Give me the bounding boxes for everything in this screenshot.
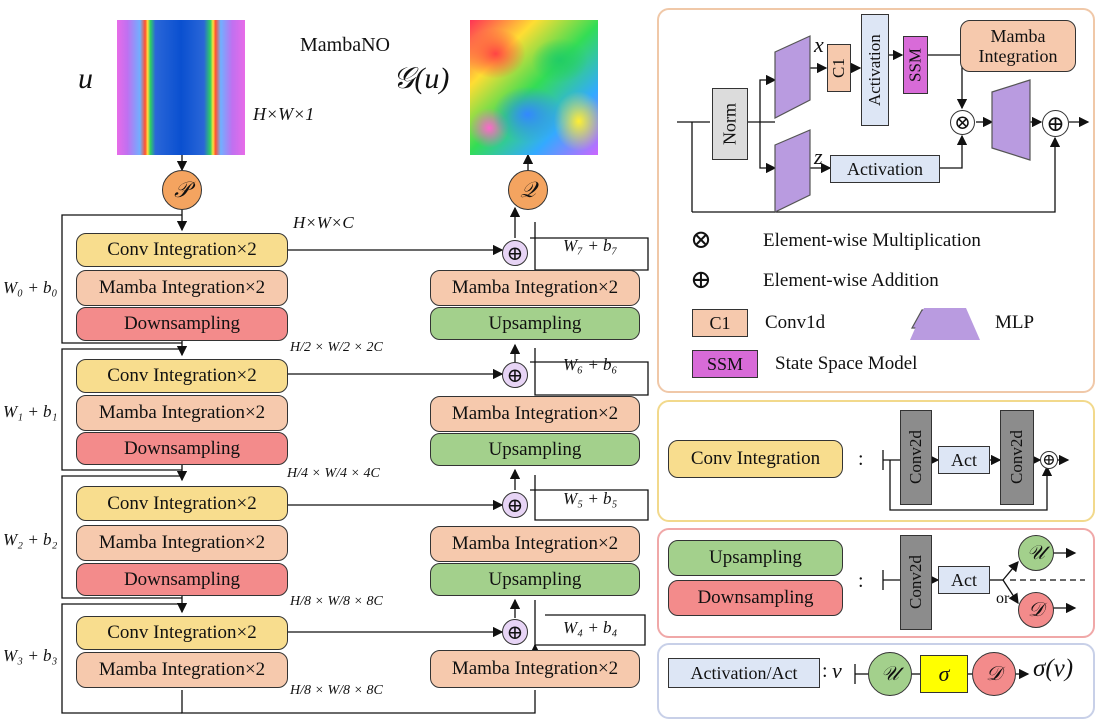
legend-c1-text: Conv1d xyxy=(765,312,826,333)
act-d-circle: 𝒟 xyxy=(972,652,1016,696)
enc-conv-3: Conv Integration×2 xyxy=(76,616,288,650)
dec-up-2: Upsampling xyxy=(430,563,640,596)
enc-mamba-3: Mamba Integration×2 xyxy=(76,652,288,688)
multiply-node: ⊗ xyxy=(950,110,975,135)
activation-panel xyxy=(657,643,1095,719)
act-u-circle: 𝒰 xyxy=(868,652,912,696)
act-block-updown: Act xyxy=(938,566,990,594)
u-operator-circle: 𝒰 xyxy=(1018,535,1054,571)
enc-conv-1: Conv Integration×2 xyxy=(76,359,288,393)
enc-mamba-2: Mamba Integration×2 xyxy=(76,525,288,561)
mlp-out-shape xyxy=(991,79,1031,161)
legend-add-text: Element-wise Addition xyxy=(763,270,939,291)
activation-colon: : xyxy=(822,660,828,682)
ssm-block: SSM xyxy=(903,36,928,94)
norm-block: Norm xyxy=(712,88,748,160)
bottom-dims-label: H/8 × W/8 × 8C xyxy=(290,683,383,698)
enc-down-2: Downsampling xyxy=(76,563,288,596)
sigma-block: σ xyxy=(920,655,968,693)
enc-wb-1: W₁ + b₁ xyxy=(3,402,58,421)
legend-multiply-text: Element-wise Multiplication xyxy=(763,230,981,251)
enc-dims-1: H/2 × W/2 × 2C xyxy=(290,340,383,355)
enc-wb-2: W₂ + b₂ xyxy=(3,530,58,549)
conv-add-node: ⊕ xyxy=(1040,451,1058,469)
dec-up-1: Upsampling xyxy=(430,433,640,466)
legend-c1-swatch: C1 xyxy=(692,309,748,337)
mlp-x-shape xyxy=(774,35,811,119)
d-operator-circle: 𝒟 xyxy=(1018,592,1054,628)
x-label: x xyxy=(814,32,824,57)
enc-wb-0: W₀ + b₀ xyxy=(3,278,58,297)
v-label: v xyxy=(832,658,842,683)
add-node-3: ⊕ xyxy=(502,619,528,645)
legend-mlp-shape xyxy=(910,308,980,340)
conv-panel-label: Conv Integration xyxy=(668,440,843,478)
legend-mlp-text: MLP xyxy=(995,312,1035,333)
output-label: 𝒢(u) xyxy=(393,62,450,95)
title-label: MambaNO xyxy=(300,34,390,56)
dec-mamba-2: Mamba Integration×2 xyxy=(430,526,640,562)
enc-mamba-1: Mamba Integration×2 xyxy=(76,395,288,431)
downsampling-label: Downsampling xyxy=(668,580,843,616)
input-label: u xyxy=(78,62,93,95)
legend-add-symbol: ⊕ xyxy=(690,265,712,294)
updown-conv2d-block: Conv2d xyxy=(900,535,932,630)
input-field-image xyxy=(117,20,245,155)
conv-integration-panel xyxy=(657,400,1095,522)
add-node-0: ⊕ xyxy=(502,240,528,266)
z-label: z xyxy=(814,144,823,169)
output-field-image xyxy=(470,20,598,155)
dec-wb-2: W₅ + b₅ xyxy=(563,489,618,508)
dec-mamba-3: Mamba Integration×2 xyxy=(430,650,640,688)
upsampling-label: Upsampling xyxy=(668,540,843,576)
dec-mamba-1: Mamba Integration×2 xyxy=(430,396,640,432)
legend-ssm-text: State Space Model xyxy=(775,353,918,374)
conv2d-block-2: Conv2d xyxy=(1000,410,1034,505)
projection-operator-circle: 𝒬 xyxy=(508,170,548,210)
enc-mamba-0: Mamba Integration×2 xyxy=(76,270,288,306)
enc-dims-0: H×W×C xyxy=(293,213,354,232)
mamba-panel-title: Mamba Integration xyxy=(960,20,1076,72)
act-block-conv: Act xyxy=(938,446,990,474)
activation-x-block: Activation xyxy=(861,14,889,126)
add-node-panel: ⊕ xyxy=(1042,110,1069,137)
or-label: or xyxy=(996,590,1010,607)
conv2d-block-1: Conv2d xyxy=(900,410,932,505)
enc-down-0: Downsampling xyxy=(76,307,288,341)
mamba-integration-panel xyxy=(657,8,1095,393)
input-dims-label: H×W×1 xyxy=(253,104,315,124)
dec-wb-3: W₄ + b₄ xyxy=(563,618,618,637)
activation-panel-label: Activation/Act xyxy=(668,658,820,688)
dec-wb-1: W₆ + b₆ xyxy=(563,355,618,374)
dec-mamba-0: Mamba Integration×2 xyxy=(430,270,640,306)
enc-conv-0: Conv Integration×2 xyxy=(76,233,288,267)
legend-multiply-symbol: ⊗ xyxy=(690,225,712,254)
mlp-z-shape xyxy=(774,129,811,213)
enc-dims-3: H/8 × W/8 × 8C xyxy=(290,594,383,609)
enc-conv-2: Conv Integration×2 xyxy=(76,486,288,521)
enc-wb-3: W₃ + b₃ xyxy=(3,646,58,665)
dec-wb-0: W₇ + b₇ xyxy=(563,236,618,255)
add-node-1: ⊕ xyxy=(502,362,528,388)
c1-block: C1 xyxy=(827,44,851,92)
add-node-2: ⊕ xyxy=(502,492,528,518)
updown-panel xyxy=(657,528,1095,638)
activation-z-block: Activation xyxy=(830,155,940,183)
conv-panel-colon: : xyxy=(858,448,864,470)
enc-dims-2: H/4 × W/4 × 4C xyxy=(287,466,380,481)
enc-down-1: Downsampling xyxy=(76,432,288,465)
updown-colon: : xyxy=(858,570,864,592)
sigma-v-output: σ(v) xyxy=(1033,655,1074,682)
legend-ssm-swatch: SSM xyxy=(692,350,758,378)
dec-up-0: Upsampling xyxy=(430,307,640,340)
lift-operator-circle: 𝒫 xyxy=(162,170,202,210)
